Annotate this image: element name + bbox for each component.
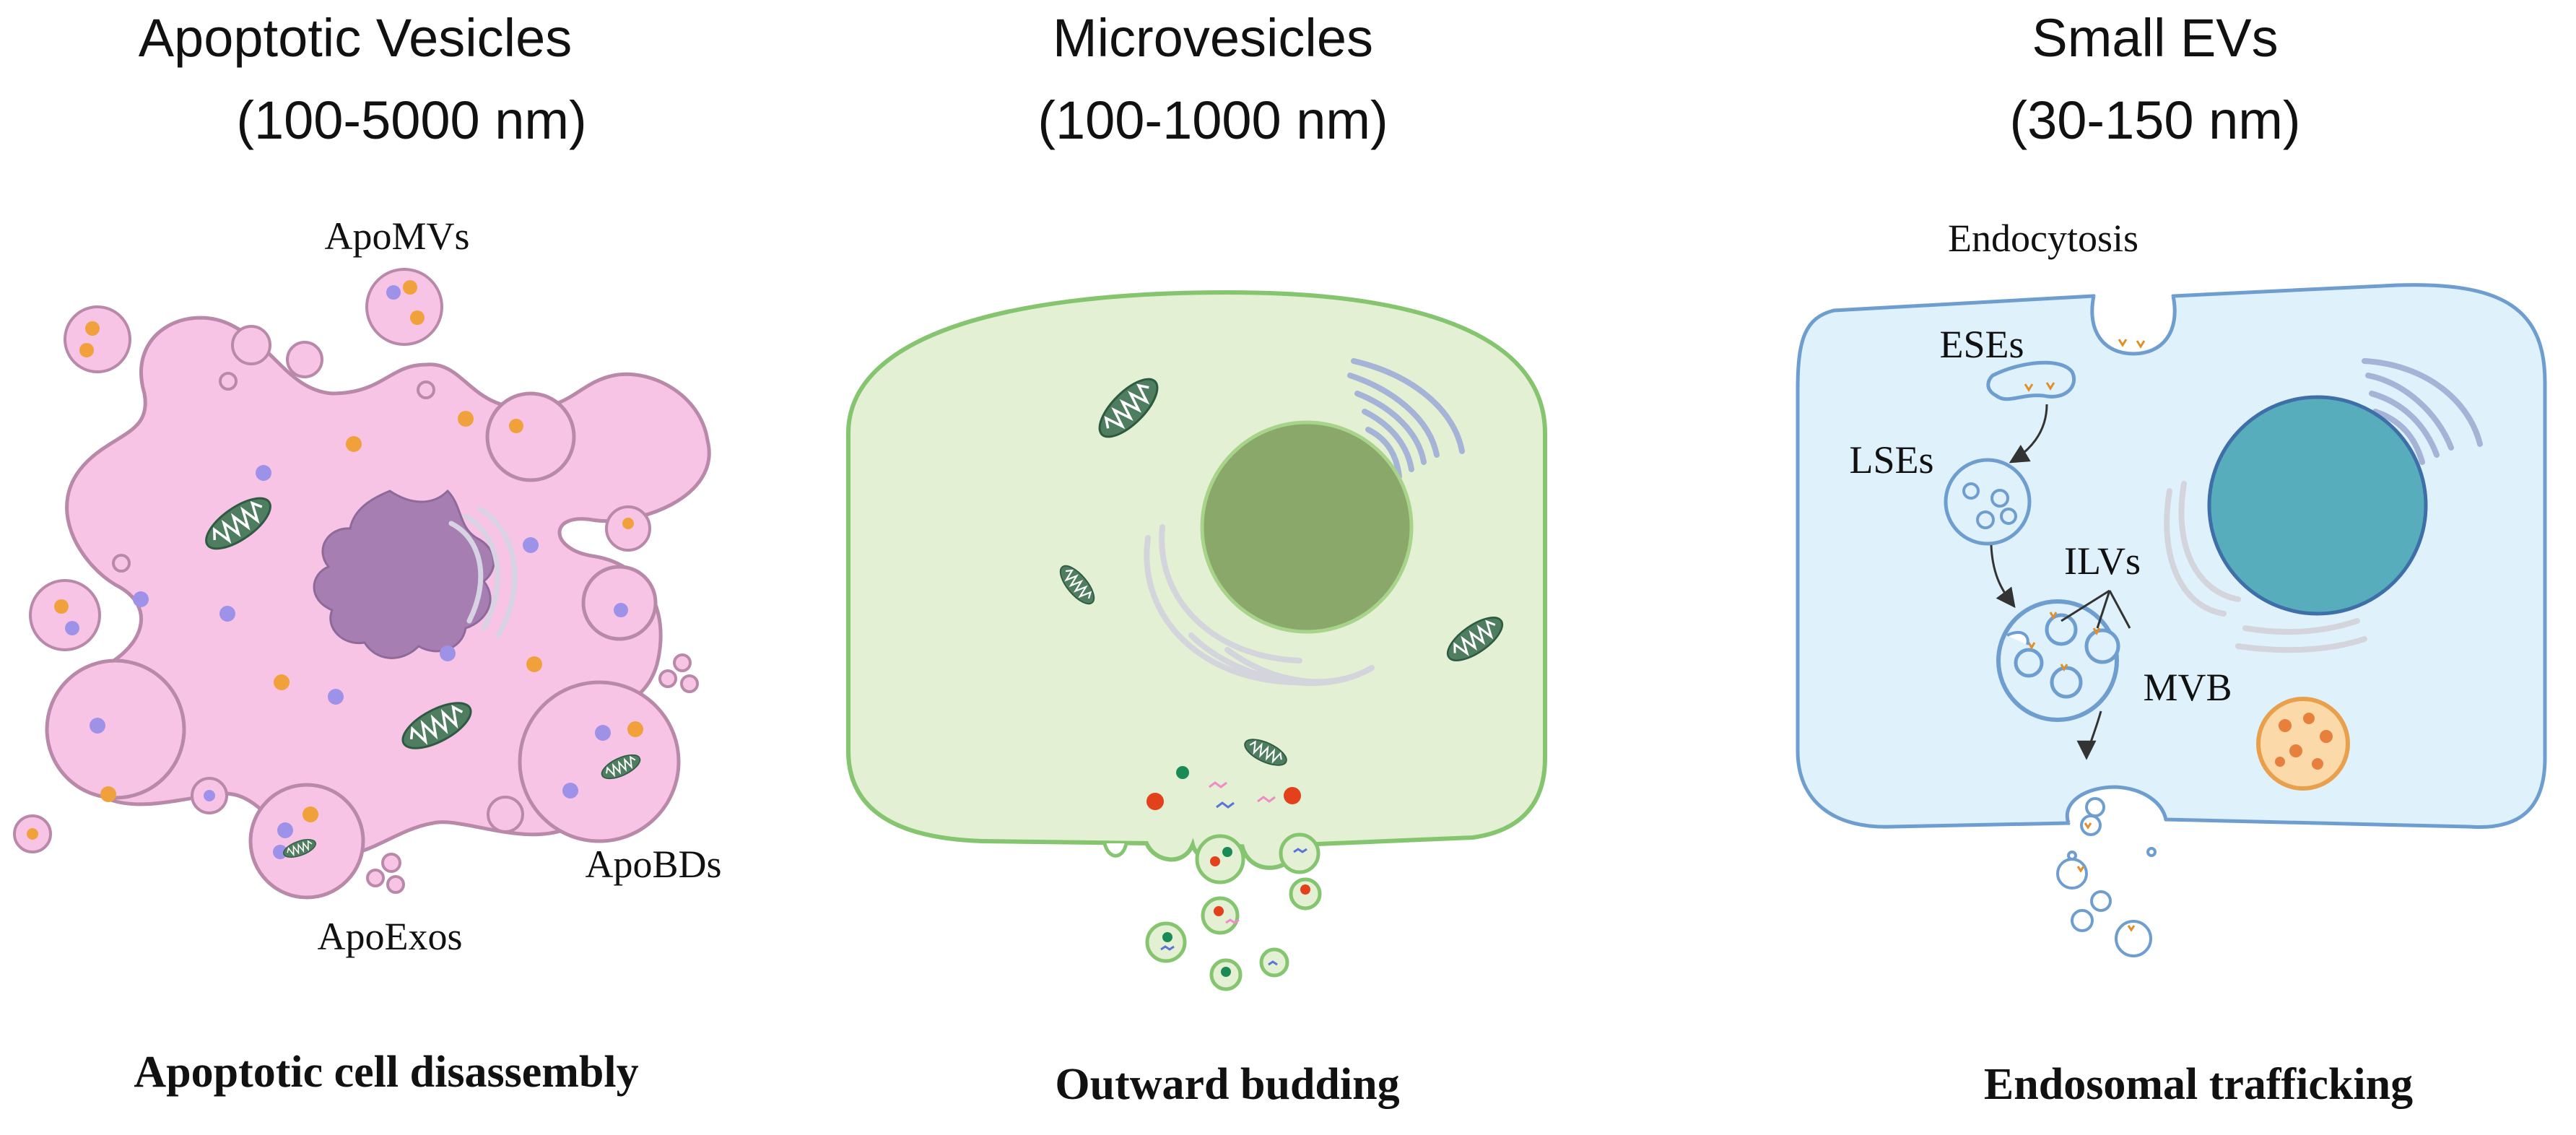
label-lses: LSEs xyxy=(1849,438,1933,482)
endoplasmic-reticulum xyxy=(2164,481,2367,653)
panel-2-size-range: (100-1000 nm) xyxy=(1037,90,1388,150)
panel-3-title: Small EVs xyxy=(2032,8,2278,68)
label-apoexos: ApoExos xyxy=(318,915,463,958)
panel-microvesicles: Microvesicles (100-1000 nm) xyxy=(846,8,1547,1109)
apomv-vesicles xyxy=(13,268,699,894)
microvesicle-cell-body xyxy=(846,290,1547,870)
label-apobds: ApoBDs xyxy=(585,843,721,886)
lysosome-contents xyxy=(2275,713,2333,770)
apobd-lobe xyxy=(518,680,681,843)
nucleus xyxy=(2207,395,2428,616)
apobd-lobe xyxy=(581,565,658,641)
golgi-apparatus xyxy=(1347,358,1465,479)
trafficking-arrows xyxy=(1990,404,2131,760)
panel-apoptotic-vesicles: Apoptotic Vesicles (100-5000 nm) xyxy=(13,8,722,1097)
panel-small-evs: Small EVs (30-150 nm) xyxy=(1796,8,2547,1109)
early-sorting-endosome xyxy=(1986,360,2076,401)
er-cisternae xyxy=(448,506,518,638)
late-sorting-endosome xyxy=(1944,458,2032,546)
label-endocytosis: Endocytosis xyxy=(1948,217,2138,260)
apobd-lobe xyxy=(45,658,186,800)
endoplasmic-reticulum xyxy=(1144,524,1375,687)
label-ilvs: ILVs xyxy=(2064,539,2141,583)
released-exosomes xyxy=(2056,814,2157,957)
multivesicular-body xyxy=(1996,599,2119,722)
label-apomvs: ApoMVs xyxy=(324,214,469,258)
label-eses: ESEs xyxy=(1939,323,2024,366)
panel-2-caption: Outward budding xyxy=(1055,1060,1399,1109)
cytoplasmic-dots xyxy=(90,411,643,802)
panel-1-size-range: (100-5000 nm) xyxy=(236,90,586,150)
panel-1-caption: Apoptotic cell disassembly xyxy=(134,1048,638,1097)
panel-3-size-range: (30-150 nm) xyxy=(2009,90,2300,150)
panel-2-title: Microvesicles xyxy=(1053,8,1373,68)
panel-3-caption: Endosomal trafficking xyxy=(1984,1060,2413,1109)
lysosome xyxy=(2256,697,2350,791)
microvesicle-cargo xyxy=(1146,766,1301,810)
condensed-nucleus xyxy=(313,489,495,659)
nucleus xyxy=(1200,420,1414,634)
apobd-lobe xyxy=(485,391,576,482)
panel-1-title: Apoptotic Vesicles xyxy=(139,8,573,68)
label-mvb: MVB xyxy=(2143,666,2232,709)
